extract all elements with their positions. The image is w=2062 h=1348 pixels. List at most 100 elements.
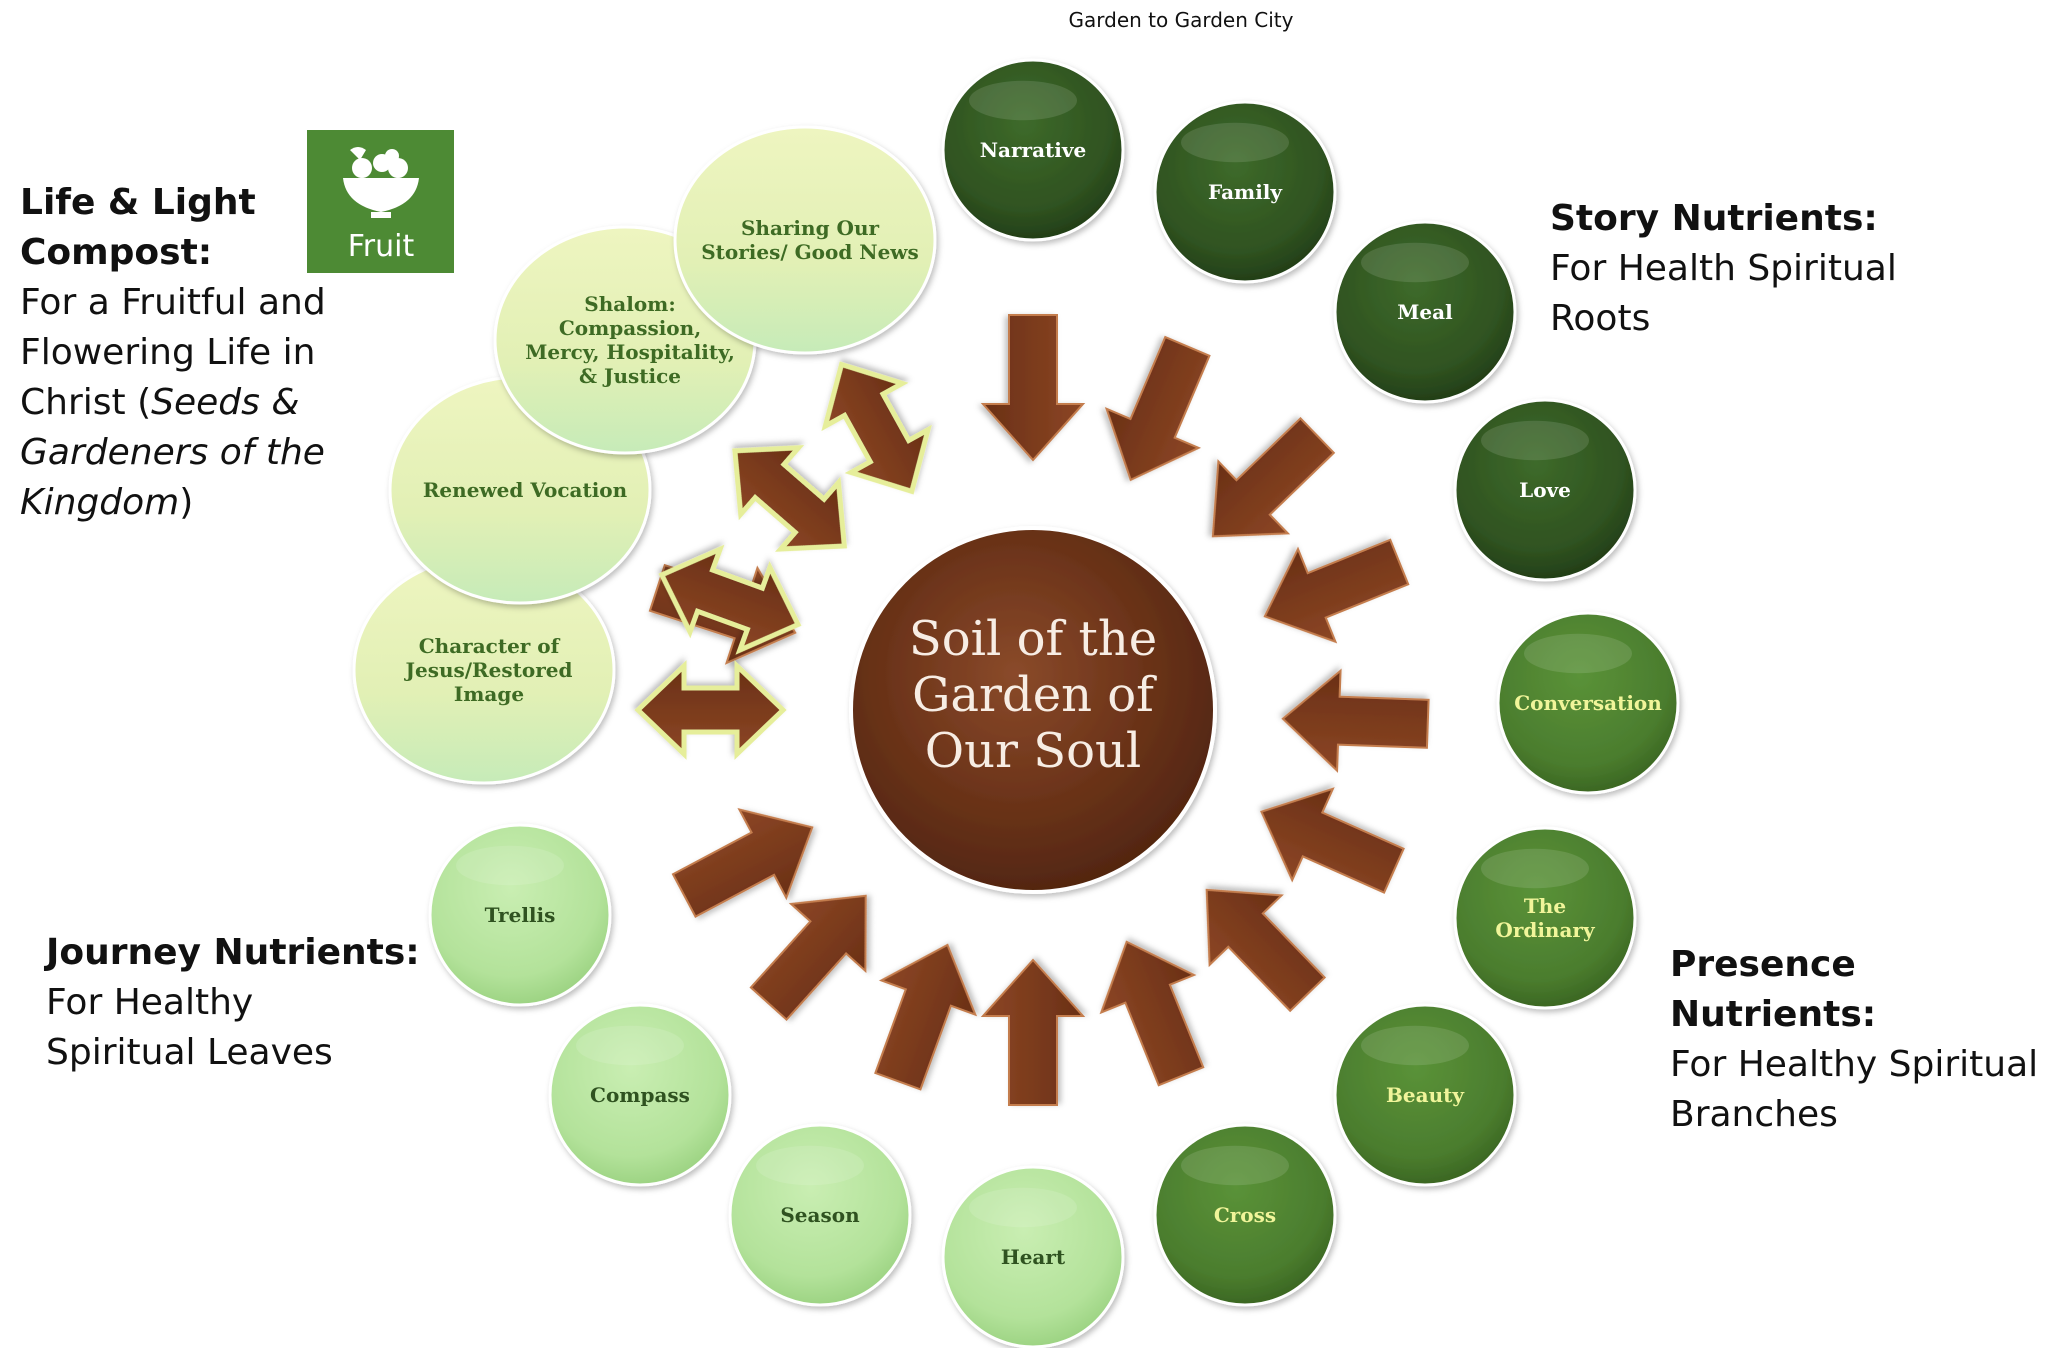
soil-title-line: Our Soul (925, 723, 1142, 779)
compost-bubble-shape (673, 125, 937, 355)
compost-body-4: Gardeners of the (20, 428, 340, 478)
story-label: Story Nutrients: For Health Spiritual Ro… (1550, 194, 1970, 344)
inward-arrow (980, 958, 1086, 1106)
compost-bubble-label: Character of (419, 634, 561, 658)
compost-bubble-label: Image (454, 682, 524, 706)
presence-bubble-circle (1453, 826, 1637, 1010)
compost-heading-1: Life & Light (20, 182, 256, 223)
compost-heading-2: Compost: (20, 232, 213, 273)
journey-bubble-label: Compass (590, 1083, 690, 1107)
compost-bubble-label: Sharing Our (741, 216, 880, 240)
bubble-highlight (756, 1145, 864, 1186)
story-bubble-circle (1153, 100, 1337, 284)
story-bubble: Meal (1333, 220, 1517, 404)
compost-label: Life & Light Compost: For a Fruitful and… (20, 178, 340, 528)
presence-bubble: Cross (1153, 1123, 1337, 1307)
compost-bubble-label: Jesus/Restored (404, 658, 573, 682)
journey-bubble: Trellis (428, 823, 612, 1007)
inward-arrow (749, 894, 867, 1022)
presence-bubble-circle (1153, 1123, 1337, 1307)
story-bubble-circle (941, 58, 1125, 242)
inward-arrow (1281, 668, 1430, 773)
presence-bubble-label: Conversation (1514, 691, 1662, 715)
inward-arrow (1211, 416, 1336, 538)
soil-title-line: Soil of the (909, 611, 1157, 667)
compost-body-2: Flowering Life in (20, 332, 316, 373)
story-bubble-label: Meal (1397, 300, 1453, 324)
compost-body-3: Christ (Seeds & (20, 378, 340, 428)
journey-body-1: For Healthy (46, 982, 254, 1023)
bubble-highlight (969, 80, 1077, 121)
double-arrow (634, 660, 787, 760)
journey-bubble-circle (428, 823, 612, 1007)
bubble-highlight (1361, 242, 1469, 283)
compost-body-1: For a Fruitful and (20, 282, 326, 323)
journey-bubble-circle (548, 1003, 732, 1187)
fruit-bowl-icon (343, 147, 419, 218)
inward-arrow (1260, 787, 1405, 894)
journey-bubble-label: Heart (1001, 1245, 1066, 1269)
compost-bubble-label: Stories/ Good News (701, 240, 919, 264)
presence-bubble-label: The (1524, 894, 1566, 918)
presence-body-2: Branches (1670, 1094, 1838, 1135)
arrows-layer (634, 314, 1430, 1106)
inward-arrow (1099, 940, 1205, 1087)
presence-heading: Presence Nutrients: (1670, 944, 1877, 1035)
bubble-highlight (1481, 848, 1589, 889)
story-bubble: Love (1453, 398, 1637, 582)
inward-arrow (671, 808, 814, 918)
presence-bubble-label: Beauty (1386, 1083, 1465, 1107)
fruit-label: Fruit (348, 229, 415, 264)
story-body-1: For Health Spiritual (1550, 248, 1897, 289)
inward-arrow (874, 943, 978, 1091)
bubble-highlight (1481, 420, 1589, 461)
fruit-badge: Fruit (307, 130, 454, 273)
bubble-highlight (1181, 122, 1289, 163)
inward-arrow (1205, 888, 1327, 1013)
journey-bubble-label: Trellis (485, 903, 556, 927)
presence-bubble-circle (1333, 1003, 1517, 1187)
inward-arrow (1263, 538, 1410, 644)
double-arrow (732, 445, 848, 552)
compost-body-italic-3: Kingdom (20, 482, 180, 523)
inward-arrow (980, 314, 1086, 462)
compost-bubble-label: Mercy, Hospitality, (525, 340, 735, 364)
journey-bubble-circle (728, 1123, 912, 1307)
compost-body-italic-1: Seeds & (151, 382, 300, 423)
journey-bubble-circle (941, 1165, 1125, 1348)
story-bubble-circle (1333, 220, 1517, 404)
compost-body-5: Kingdom) (20, 478, 340, 528)
story-heading: Story Nutrients: (1550, 198, 1878, 239)
bubble-highlight (576, 1025, 684, 1066)
compost-bubble-label: & Justice (579, 364, 681, 388)
journey-bubble: Compass (548, 1003, 732, 1187)
double-arrow (658, 544, 802, 655)
presence-bubble: Beauty (1333, 1003, 1517, 1187)
presence-body-1: For Healthy Spiritual (1670, 1044, 2039, 1085)
presence-bubble-circle (1496, 611, 1680, 795)
presence-bubble: Conversation (1496, 611, 1680, 795)
soil-title-line: Garden of (912, 667, 1157, 723)
bubble-highlight (1524, 633, 1632, 674)
story-body-2: Roots (1550, 298, 1651, 339)
story-bubble-label: Love (1519, 478, 1571, 502)
journey-bubble: Season (728, 1123, 912, 1307)
bubble-highlight (1361, 1025, 1469, 1066)
journey-bubble: Heart (941, 1165, 1125, 1348)
soil-circle (849, 526, 1217, 894)
story-bubble: Narrative (941, 58, 1125, 242)
bubbles-layer: NarrativeFamilyMealLoveConversationTheOr… (352, 58, 1680, 1348)
journey-bubble-label: Season (780, 1203, 860, 1227)
compost-bubble-label: Compassion, (559, 316, 701, 340)
story-bubble-label: Narrative (980, 138, 1086, 162)
compost-body-plain: Christ ( (20, 382, 152, 423)
page-title: Garden to Garden City (1068, 8, 1294, 32)
bubble-highlight (969, 1187, 1077, 1228)
journey-heading: Journey Nutrients: (46, 932, 420, 973)
